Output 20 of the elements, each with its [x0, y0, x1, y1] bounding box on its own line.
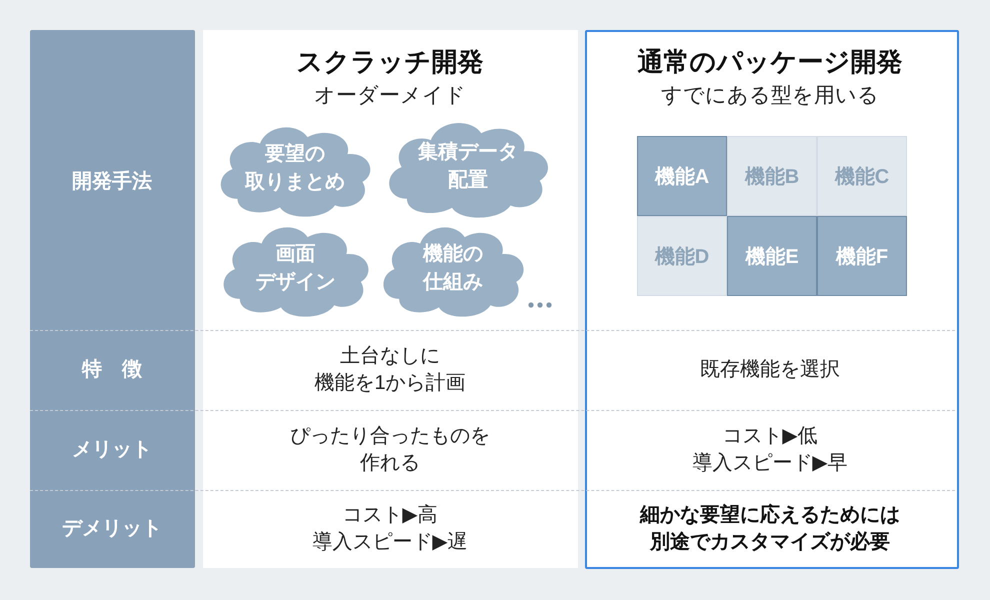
cell-text: 細かな要望に応えるためには別途でカスタマイズが必要 [640, 502, 900, 555]
column-title: 通常のパッケージ開発 [638, 45, 902, 78]
row-header: 特 徴 [82, 358, 142, 382]
cell-text: ぴったり合ったものを作れる [290, 424, 490, 476]
column-subtitle: オーダーメイド [314, 82, 466, 109]
row-header: デメリット [62, 516, 162, 542]
cell-text: コスト▶低導入スピード▶早 [692, 424, 848, 476]
column-title: スクラッチ開発 [296, 45, 484, 78]
feature-cell: 機能B [727, 136, 817, 216]
feature-cell: 機能A [637, 136, 727, 216]
feature-cell: 機能C [817, 136, 907, 216]
cell-text: 土台なしに機能を1から計画 [314, 344, 466, 396]
cell-text: 既存機能を選択 [700, 358, 840, 382]
row-header: 開発手法 [72, 170, 152, 194]
feature-cell: 機能F [817, 216, 907, 296]
column-subtitle: すでにある型を用いる [661, 82, 879, 109]
cell-text: コスト▶高導入スピード▶遅 [312, 503, 468, 555]
feature-cell: 機能D [637, 216, 727, 296]
row-header: メリット [72, 438, 152, 462]
feature-cell: 機能E [727, 216, 817, 296]
